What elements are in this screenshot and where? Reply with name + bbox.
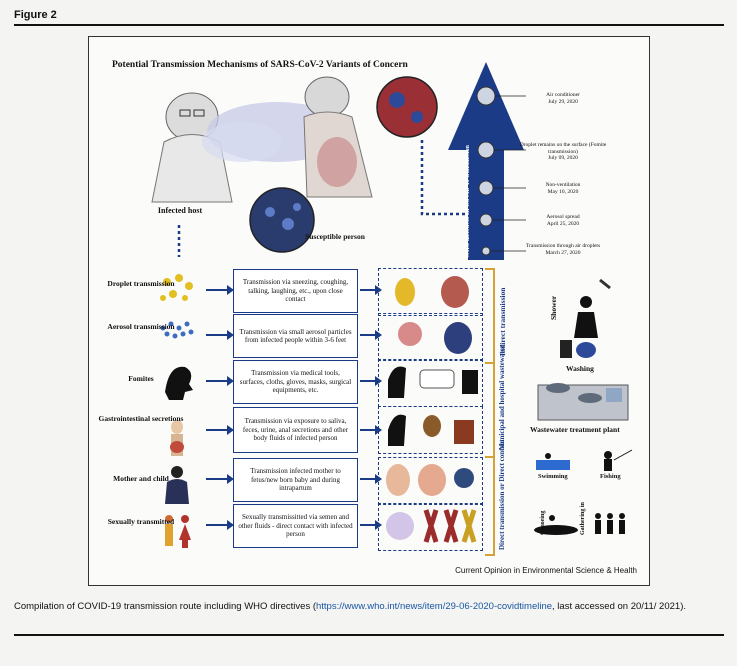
caption-prefix: Compilation of COVID-19 transmission rou… — [14, 601, 316, 612]
who-axis-label: WHO directives on COVID-19 transmission — [465, 145, 471, 258]
figure-title: Potential Transmission Mechanisms of SAR… — [112, 60, 408, 70]
caption: Compilation of COVID-19 transmission rou… — [14, 600, 724, 614]
swimming-label: Swimming — [538, 473, 568, 480]
route-arrow — [206, 285, 234, 295]
bottom-rule — [14, 634, 724, 636]
route-image-sexually-transmitted — [378, 503, 483, 551]
wastewater-label: Municipal and hospital wastewater — [498, 345, 506, 450]
susceptible-person-label: Susceptible person — [305, 232, 365, 241]
direct-label: Direct transmission or Direct contact — [498, 439, 506, 550]
lung-zoom-icon — [249, 187, 315, 253]
route-arrow — [206, 474, 234, 484]
aerosol-icon — [160, 321, 194, 339]
route-arrow — [360, 520, 382, 530]
swimming-icon — [536, 453, 570, 470]
route-desc-fomites: Transmission via medical tools, surfaces… — [233, 360, 358, 404]
who-triangle — [448, 62, 526, 260]
gastrointestinal-icon — [170, 420, 184, 456]
route-image-mother-child — [378, 457, 483, 505]
route-arrow — [206, 425, 234, 435]
canoe-icon — [534, 515, 578, 535]
route-label-aerosol: Aerosol transmission — [107, 322, 175, 331]
caption-suffix: , last accessed on 20/11/ 2021). — [552, 601, 686, 612]
direct-bracket — [485, 456, 495, 556]
route-image-gastrointestinal — [378, 406, 483, 454]
route-icons — [160, 274, 194, 548]
sexually-transmitted-icon — [165, 515, 191, 548]
route-arrow — [360, 376, 382, 386]
route-label-sexually-transmitted: Sexually transmitted — [107, 517, 175, 526]
route-desc-mother-child: Transmission infected mother to fetus/ne… — [233, 458, 358, 502]
wastewater-bracket — [485, 362, 495, 458]
route-desc-sexually-transmitted: Sexually transmissitted via semen and ot… — [233, 504, 358, 548]
shower-icon — [574, 278, 611, 338]
washing-label: Washing — [566, 364, 594, 373]
route-image-aerosol — [378, 313, 483, 361]
route-arrow — [206, 520, 234, 530]
top-illustration — [151, 76, 488, 257]
route-label-mother-child: Mother and child — [113, 474, 169, 483]
washing-icon — [560, 340, 596, 358]
route-arrow — [360, 474, 382, 484]
shower-label: Shower — [549, 295, 558, 320]
route-label-gastrointestinal: Gastrointestinal secretions — [98, 414, 184, 423]
susceptible-person-figure — [303, 76, 373, 198]
route-arrow — [360, 330, 382, 340]
virus-icon — [376, 76, 438, 138]
fishing-icon — [604, 449, 633, 471]
figure-label: Figure 2 — [14, 9, 57, 21]
route-label-droplet: Droplet transmission — [107, 279, 175, 288]
wastewater-plant-icon — [537, 383, 629, 421]
route-pictograms — [386, 276, 478, 543]
route-desc-droplet: Transmission via sneezing, coughing, tal… — [233, 269, 358, 313]
indirect-bracket — [485, 268, 495, 364]
mother-child-icon — [165, 466, 189, 504]
fomites-icon — [165, 366, 193, 400]
wastewater-plant-label: Wastewater treatment plant — [530, 425, 620, 434]
right-illustrations — [534, 278, 633, 535]
route-desc-aerosol: Transmission via small aerosol particles… — [233, 314, 358, 358]
who-directive-2: Droplet remains on the surface (Fomite t… — [519, 142, 607, 162]
canoeing-label: Canoeing — [540, 510, 546, 535]
route-arrow — [206, 330, 234, 340]
top-rule — [14, 24, 724, 26]
credit-line: Current Opinion in Environmental Science… — [455, 566, 637, 575]
route-desc-gastrointestinal: Transmission via exposure to saliva, fec… — [233, 407, 358, 453]
route-arrow — [360, 425, 382, 435]
gathering-label: Gathering in — [580, 502, 586, 535]
droplet-icon — [160, 274, 193, 301]
fishing-label: Fishing — [600, 473, 621, 480]
gathering-icon — [595, 513, 625, 534]
route-arrow — [206, 376, 234, 386]
caption-link[interactable]: https://www.who.int/news/item/29-06-2020… — [316, 601, 553, 612]
route-arrow — [360, 285, 382, 295]
route-label-fomites: Fomites — [128, 374, 154, 383]
infected-host-label: Infected host — [157, 206, 203, 215]
route-image-droplet — [378, 268, 483, 316]
